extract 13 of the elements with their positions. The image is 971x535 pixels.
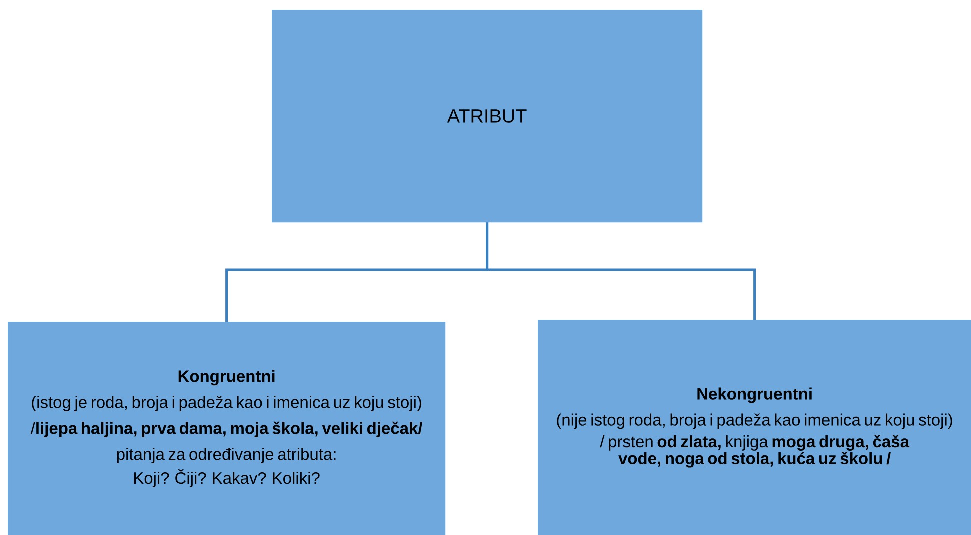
box-text: Koji? Čiji? Kakav? Koliki? bbox=[134, 470, 320, 488]
box-title: ATRIBUT bbox=[447, 110, 527, 123]
category-box bbox=[8, 322, 446, 535]
tree-connector bbox=[486, 222, 756, 320]
box-heading: Kongruentni bbox=[178, 370, 275, 386]
box-text: / prsten od zlata, knjiga moga druga, čaša vode, noga od stola, kuća uz školu / bbox=[600, 435, 910, 468]
category-box bbox=[538, 320, 971, 535]
box-text: (nije istog roda, broja i padeža kao imenica uz koju stoji) bbox=[557, 414, 952, 430]
category-box bbox=[272, 10, 703, 223]
box-heading: Nekongruentni bbox=[698, 388, 812, 404]
box-text: /lijepa haljina, prva dama, moja škola, veliki dječak/ bbox=[30, 422, 423, 438]
box-text: pitanja za određivanje atributa: bbox=[117, 448, 336, 464]
box-text: (istog je roda, broja i padeža kao i imenica uz koju stoji) bbox=[32, 396, 422, 412]
